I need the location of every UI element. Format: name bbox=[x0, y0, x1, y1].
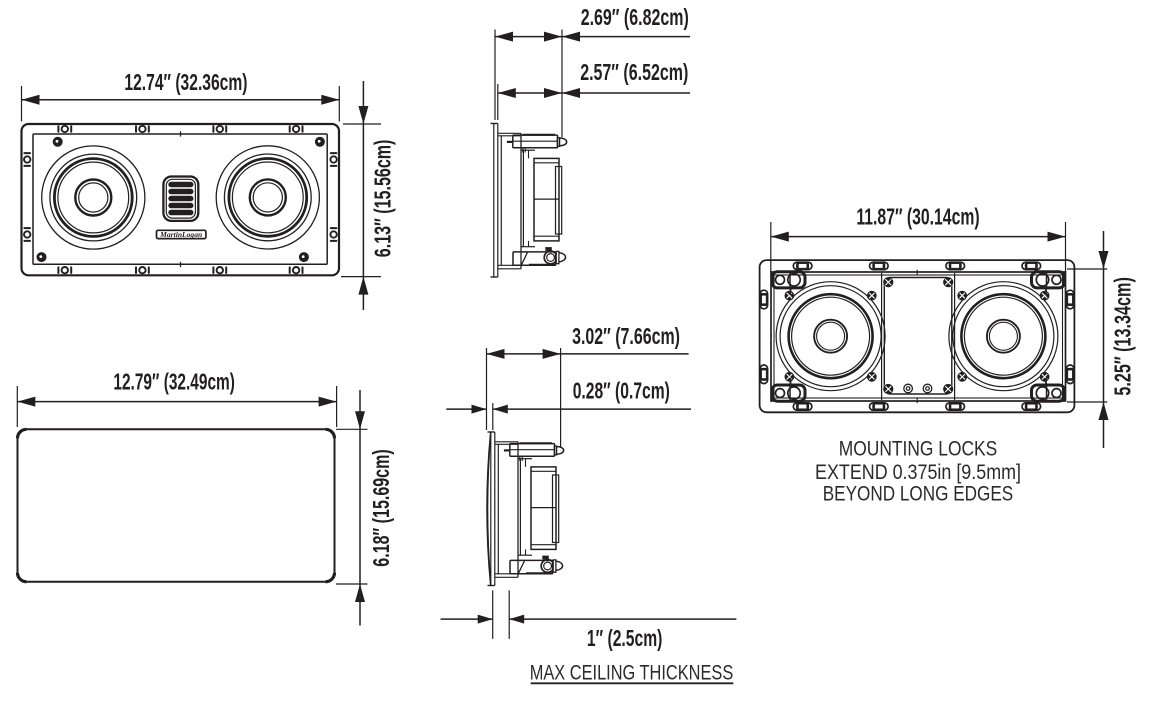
svg-text:12.79″ (32.49cm): 12.79″ (32.49cm) bbox=[113, 368, 235, 394]
svg-text:0.28″ (0.7cm): 0.28″ (0.7cm) bbox=[573, 378, 670, 404]
svg-text:2.69″ (6.82cm): 2.69″ (6.82cm) bbox=[581, 4, 689, 30]
svg-text:MAX CEILING THICKNESS: MAX CEILING THICKNESS bbox=[530, 660, 734, 684]
svg-text:1″ (2.5cm): 1″ (2.5cm) bbox=[587, 625, 663, 651]
svg-text:MartinLogan: MartinLogan bbox=[159, 230, 202, 239]
svg-text:BEYOND LONG EDGES: BEYOND LONG EDGES bbox=[823, 481, 1014, 505]
svg-text:2.57″ (6.52cm): 2.57″ (6.52cm) bbox=[580, 59, 688, 85]
svg-text:3.02″ (7.66cm): 3.02″ (7.66cm) bbox=[572, 323, 680, 349]
svg-text:11.87″ (30.14cm): 11.87″ (30.14cm) bbox=[856, 203, 979, 229]
svg-text:5.25″ (13.34cm): 5.25″ (13.34cm) bbox=[1109, 277, 1135, 396]
svg-text:6.13″ (15.56cm): 6.13″ (15.56cm) bbox=[370, 140, 396, 258]
svg-text:12.74″ (32.36cm): 12.74″ (32.36cm) bbox=[124, 69, 247, 95]
svg-text:6.18″ (15.69cm): 6.18″ (15.69cm) bbox=[368, 449, 394, 566]
svg-text:EXTEND 0.375in [9.5mm]: EXTEND 0.375in [9.5mm] bbox=[815, 460, 1021, 484]
svg-text:MOUNTING LOCKS: MOUNTING LOCKS bbox=[839, 437, 998, 461]
